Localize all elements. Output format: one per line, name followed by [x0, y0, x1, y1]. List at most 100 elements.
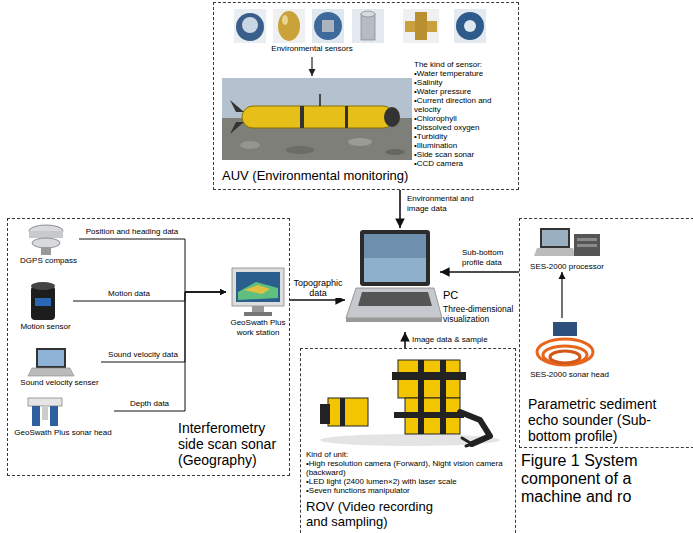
label-text: •Salinity — [414, 78, 517, 87]
workstation-photo — [252, 306, 264, 312]
sensor-photo — [454, 9, 486, 43]
laptop-illustration — [358, 292, 432, 306]
edge-label: Position and heading data — [86, 227, 179, 237]
label-text: Parametric sediment echo sounder (Sub-bo… — [528, 396, 688, 444]
leader-arrow — [312, 57, 313, 76]
device-item: SES-2000 processor — [528, 224, 606, 272]
sensor-photo — [403, 9, 439, 43]
sonar-head-photo — [32, 406, 40, 426]
sonar-head-photo — [28, 398, 62, 406]
laptop-illustration — [346, 230, 442, 322]
workstation-photo — [236, 272, 280, 302]
device-label: Motion sensor — [18, 322, 73, 332]
laptop-illustration — [360, 230, 430, 286]
sensor-photo — [464, 20, 476, 32]
auv-photo — [242, 106, 394, 128]
text-slot: AUV (Environmental monitoring) — [222, 168, 417, 183]
sensor-photo — [314, 12, 342, 40]
workstation-photo — [232, 268, 284, 306]
device-label: DGPS compass — [18, 256, 79, 266]
device-label: SES-2000 sonar head — [528, 370, 611, 380]
sensor-photo — [322, 20, 334, 32]
rov-photo — [462, 438, 472, 446]
motion-sensor-photo — [31, 282, 55, 290]
device-label: Sound velocity senser — [18, 378, 101, 388]
sound-velocity-senser-photo — [38, 350, 64, 366]
dgps-compass-photo — [29, 231, 63, 238]
data-flow-arrow — [404, 332, 406, 348]
dgps-compass-photo — [29, 225, 63, 255]
sound-velocity-senser-photo — [28, 368, 74, 376]
rov-photo — [394, 412, 464, 418]
data-flow-arrow — [440, 271, 519, 273]
label-text: •CCD camera — [414, 159, 517, 168]
sensor-photo — [403, 9, 439, 43]
data-flow-arrow — [561, 272, 562, 318]
edge-label-slot: Sound velocity data — [108, 350, 178, 360]
device-label: GeoSwath Plus work station — [226, 318, 290, 338]
sensor-photo — [236, 13, 264, 41]
label-text: Three-dimensional visualization — [443, 304, 515, 324]
label-text: ROV (Video recording and sampling) — [306, 499, 446, 529]
sensor-photo — [352, 9, 384, 43]
edge-label: Topographic data — [291, 278, 345, 298]
auv-photo — [348, 138, 372, 146]
edge-label: Sub-bottom profile data — [462, 248, 516, 268]
device-label: SES-2000 processor — [528, 262, 606, 272]
device-item: SES-2000 sonar head — [528, 318, 611, 380]
rov-photo — [340, 398, 345, 426]
ses-sonar-head-photo — [550, 351, 580, 363]
auv-photo — [240, 141, 260, 149]
laptop-illustration — [346, 288, 442, 318]
device-item: Sound velocity senser — [18, 346, 101, 388]
pc-node: PCThree-dimensional visualization — [345, 228, 440, 332]
edge-label: Motion data — [108, 289, 150, 299]
text-slot: The kind of sensor:•Water temperature•Sa… — [414, 60, 517, 168]
sonar-head-photo — [42, 406, 48, 420]
laptop-illustration — [346, 318, 442, 322]
dgps-compass-photo — [32, 238, 60, 248]
label-text: •Water pressure — [414, 87, 517, 96]
figure-caption: Figure 1 System component of a machine a… — [521, 452, 691, 506]
dgps-compass-photo — [41, 247, 51, 255]
text-slot: Interferometry side scan sonar (Geograph… — [178, 420, 284, 468]
workstation-photo — [232, 268, 284, 316]
edge-label: Environmental and image data — [407, 194, 479, 214]
rov-photo — [328, 398, 368, 426]
motion-sensor-photo — [35, 298, 51, 306]
edge-label-slot: Motion data — [108, 289, 150, 299]
label-text: •Water temperature — [414, 69, 517, 78]
label-text: •Side scan sonar — [414, 150, 517, 159]
edge-label-slot: Environmental and image data — [407, 194, 479, 214]
laptop-illustration — [364, 234, 426, 282]
edge-label: Depth data — [130, 399, 169, 409]
auv-photo — [222, 78, 412, 160]
rov-panel: Kind of unit:•High resolution camera (Fo… — [300, 348, 516, 533]
sensor-photo — [312, 9, 344, 43]
sensor-photo — [242, 17, 258, 33]
edge-label: Sound velocity data — [108, 350, 178, 360]
dgps-compass-photo — [29, 225, 63, 237]
sonar-panel: Interferometry side scan sonar (Geograph… — [7, 218, 290, 476]
data-flow-arrow — [101, 292, 226, 362]
sound-velocity-senser-photo — [28, 348, 74, 376]
ses-processor-photo — [534, 228, 600, 256]
label-text: •LED light (2400 lumen×2) with laser sca… — [306, 477, 512, 486]
auv-photo — [319, 94, 321, 106]
text-slot: Kind of unit:•High resolution camera (Fo… — [306, 450, 512, 495]
sensor-photo — [273, 9, 305, 43]
sensor-photo — [273, 9, 305, 43]
auv-photo — [230, 100, 244, 112]
label-text: •High resolution camera (Forward), Night… — [306, 459, 512, 477]
rov-photo — [440, 360, 446, 434]
auv-photo — [384, 107, 400, 127]
auv-panel: Environmental sensorsThe kind of sensor:… — [213, 2, 519, 190]
ses-sonar-head-photo — [537, 322, 593, 365]
text-slot: PC — [443, 289, 503, 302]
sensor-photo — [278, 11, 300, 41]
edge-label: Image data & sample — [412, 335, 502, 345]
label-text: •Chlorophyll — [414, 114, 517, 123]
ses-processor-photo — [574, 234, 600, 256]
sonar-head-photo — [28, 398, 62, 426]
